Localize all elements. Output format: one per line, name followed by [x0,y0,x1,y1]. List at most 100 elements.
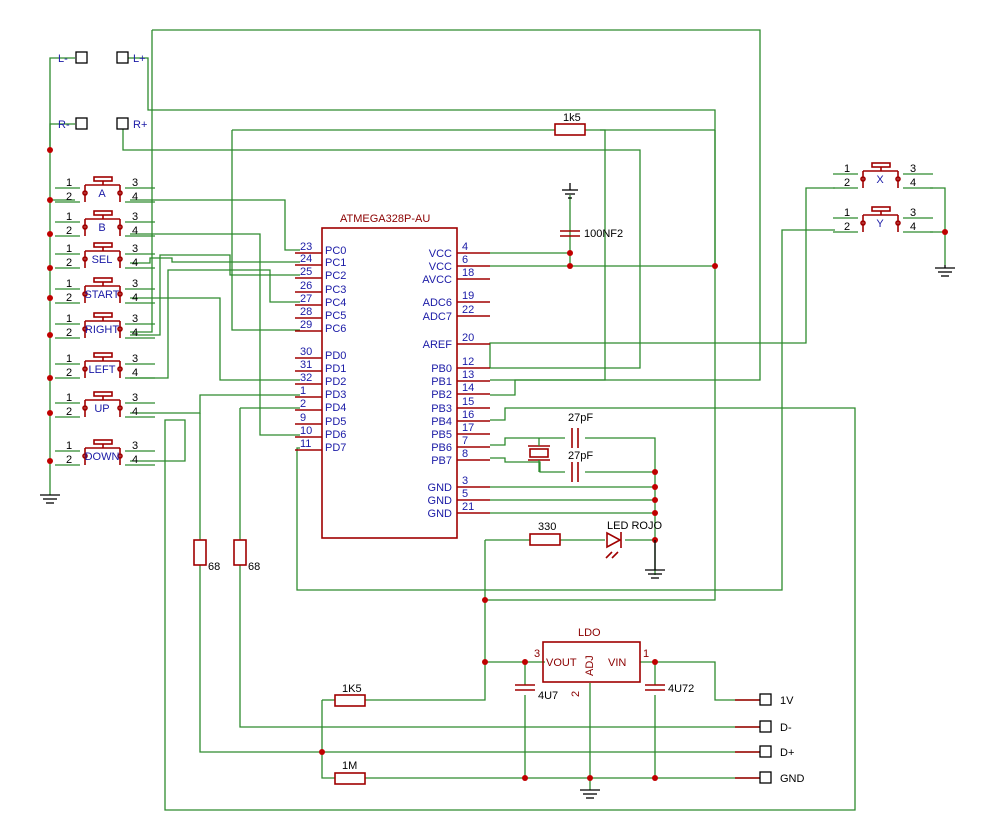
led-label: LED ROJO [607,520,662,532]
c-4u72-label: 4U72 [668,683,694,695]
speaker-pads: L- L+ R- R+ [58,51,147,131]
button-pin-3: 3 [132,211,138,223]
button-pin-3: 3 [132,278,138,290]
mcu-pin-num: 16 [462,409,474,421]
button-pin-4: 4 [132,257,138,269]
pad-label-l-minus: L- [58,53,68,65]
r-68-a-label: 68 [208,561,220,573]
mcu-pin-num: 12 [462,356,474,368]
mcu-pin-num: 11 [300,438,311,450]
button-pin-2: 2 [66,327,72,339]
ldo-regulator: LDO VOUT VIN ADJ 3 2 1 [534,627,649,697]
mcu-pin-num: 29 [300,319,312,331]
button-label: START [84,289,119,301]
mcu-pin-num: 27 [300,293,312,305]
gnd-led [645,540,665,579]
mcu-pin-name: PD6 [325,429,346,441]
connector-pad [759,771,772,784]
c-4u72: 4U72 [645,683,694,695]
mcu-pin-num: 10 [300,425,312,437]
mcu-pin-num: 17 [462,422,474,434]
button-pin-1: 1 [844,207,850,219]
button-pin-3: 3 [132,177,138,189]
pad-label-r-minus: R- [58,119,70,131]
mcu-pin-num: 23 [300,241,312,253]
button-label: DOWN [85,451,120,463]
mcu-pin-name: GND [428,482,453,494]
mcu-pin-name: PD4 [325,402,346,414]
button-label: SEL [92,254,113,266]
mcu-pin-num: 8 [462,448,468,460]
mcu-pin-name: PD2 [325,376,346,388]
button-pin-2: 2 [844,221,850,233]
button-pin-4: 4 [132,225,138,237]
crystal [528,438,550,472]
button-pin-2: 2 [66,292,72,304]
mcu-pin-num: 7 [462,435,468,447]
c-27pf-2-label: 27pF [568,450,593,462]
button-pin-3: 3 [132,353,138,365]
button-pin-1: 1 [66,211,72,223]
pad-l-plus [116,51,129,64]
mcu-pin-name: PC2 [325,270,346,282]
button-pin-4: 4 [910,177,916,189]
button-pin-1: 1 [66,392,72,404]
mcu-pin-num: 31 [300,359,312,371]
button-pin-3: 3 [910,163,916,175]
button-column: 1234A1234B1234SEL1234START1234RIGHT1234L… [55,176,155,466]
mcu-pin-name: GND [428,495,453,507]
button-pin-1: 1 [844,163,850,175]
pad-l-minus [75,51,88,64]
mcu-pin-name: PB1 [431,376,452,388]
button-pin-3: 3 [132,440,138,452]
c-27pf-1-label: 27pF [568,412,593,424]
mcu-pin-name: VCC [429,261,452,273]
button-label: UP [94,403,109,415]
button-pin-2: 2 [66,225,72,237]
mcu-pin-name: PC4 [325,297,346,309]
mcu-pin-name: VCC [429,248,452,260]
mcu-pin-name: PC6 [325,323,346,335]
gnd-bottom [580,789,600,799]
mcu-pin-name: GND [428,508,453,520]
button-pin-4: 4 [132,327,138,339]
gnd-left [40,494,60,504]
mcu-pin-num: 32 [300,372,312,384]
mcu-pin-name: PD1 [325,363,346,375]
button-pin-4: 4 [132,406,138,418]
button-pin-3: 3 [132,392,138,404]
mcu-name: ATMEGA328P-AU [340,213,430,225]
mcu-pin-name: PC0 [325,245,346,257]
r-1m-label: 1M [342,760,357,772]
ldo-vout: VOUT [546,657,577,669]
mcu-pin-name: PC3 [325,284,346,296]
ldo-pin-2: 2 [570,691,582,697]
ldo-adj: ADJ [584,655,596,676]
connector-pin-label: 1V [780,695,794,707]
button-pin-3: 3 [132,243,138,255]
mcu-pin-num: 20 [462,332,474,344]
ldo-pin-1: 1 [643,648,649,660]
mcu-pin-name: PB3 [431,403,452,415]
button-pin-2: 2 [844,177,850,189]
ldo-vin: VIN [608,657,626,669]
pad-r-minus [75,117,88,130]
button-pin-1: 1 [66,440,72,452]
mcu-pin-num: 25 [300,266,312,278]
mcu-pin-num: 14 [462,382,474,394]
mcu-pin-name: PD7 [325,442,346,454]
button-pin-4: 4 [910,221,916,233]
mcu-pin-name: ADC6 [423,297,452,309]
mcu-pin-num: 28 [300,306,312,318]
c-100nf-label: 100NF2 [584,228,623,240]
r-68-b-label: 68 [248,561,260,573]
mcu-pin-num: 9 [300,412,306,424]
mcu-pin-name: PB4 [431,416,452,428]
ldo-label: LDO [578,627,601,639]
button-pin-1: 1 [66,353,72,365]
